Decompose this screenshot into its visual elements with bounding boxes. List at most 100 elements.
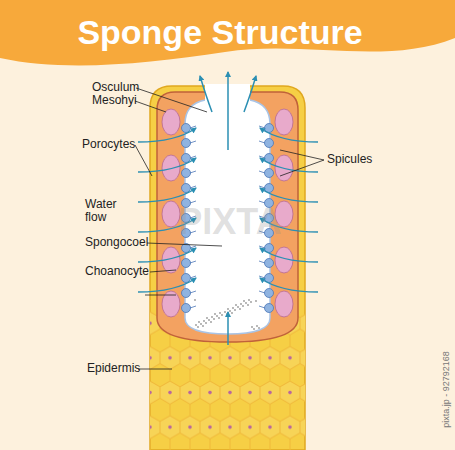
flagellum bbox=[259, 141, 265, 143]
particle bbox=[224, 311, 226, 313]
particle bbox=[208, 319, 210, 321]
outflow-arrow bbox=[227, 72, 229, 150]
particle bbox=[234, 309, 236, 311]
choanocyte bbox=[182, 124, 191, 133]
choanocyte bbox=[265, 289, 274, 298]
particle bbox=[231, 312, 233, 314]
particle bbox=[247, 304, 249, 306]
choanocyte bbox=[182, 304, 191, 313]
particle bbox=[253, 328, 255, 330]
particle bbox=[219, 312, 221, 314]
particle bbox=[240, 303, 242, 305]
particle bbox=[251, 326, 253, 328]
choanocyte bbox=[182, 259, 191, 268]
flagellum bbox=[190, 186, 196, 188]
water-flow-arrow bbox=[227, 312, 229, 345]
leader-line bbox=[135, 145, 152, 176]
water-flow-arrow bbox=[260, 188, 318, 202]
flagellum bbox=[190, 126, 196, 128]
particle bbox=[213, 318, 215, 320]
part-label: Epidermis bbox=[87, 362, 157, 375]
flagellum bbox=[259, 306, 265, 308]
flagellum bbox=[259, 276, 265, 278]
leader-line bbox=[147, 243, 222, 246]
choanocyte bbox=[182, 184, 191, 193]
leader-line bbox=[145, 295, 176, 296]
watermark: PIXTA bbox=[150, 203, 310, 241]
cavity-particles bbox=[194, 299, 260, 330]
particle bbox=[202, 325, 204, 327]
choanocyte bbox=[182, 289, 191, 298]
flagellum bbox=[190, 156, 196, 158]
leader-line bbox=[135, 101, 166, 112]
water-flow-arrow bbox=[138, 278, 196, 292]
particle bbox=[248, 299, 250, 301]
diagram-title: Sponge Structure bbox=[40, 12, 400, 52]
water-flow-arrow bbox=[138, 188, 196, 202]
part-label: Mesohyi bbox=[92, 94, 152, 107]
choanocyte bbox=[182, 169, 191, 178]
title-band bbox=[0, 0, 455, 65]
watermark: pixta.jp - 92792168 bbox=[441, 334, 452, 446]
choanocyte bbox=[265, 259, 274, 268]
leader-line bbox=[280, 150, 324, 160]
particle bbox=[195, 324, 197, 326]
water-flow-arrow bbox=[260, 248, 318, 262]
particle bbox=[232, 307, 234, 309]
flagellum bbox=[259, 291, 265, 293]
particle bbox=[256, 325, 258, 327]
particle bbox=[237, 306, 239, 308]
particle bbox=[216, 315, 218, 317]
part-label: Choanocyte bbox=[85, 265, 165, 278]
part-label: Spongocoel bbox=[85, 236, 165, 249]
particle bbox=[194, 299, 196, 301]
choanocyte bbox=[265, 304, 274, 313]
mesohyl-cell bbox=[275, 109, 293, 135]
flagellum bbox=[259, 156, 265, 158]
particle bbox=[258, 327, 260, 329]
particle bbox=[221, 314, 223, 316]
flagellum bbox=[190, 291, 196, 293]
flagellum bbox=[259, 126, 265, 128]
particle bbox=[211, 316, 213, 318]
particle bbox=[229, 310, 231, 312]
part-label: Porocytes bbox=[82, 138, 152, 151]
outflow-arrow bbox=[200, 76, 212, 112]
leader-line bbox=[138, 369, 172, 370]
outflow-arrow bbox=[244, 76, 256, 112]
particle bbox=[206, 317, 208, 319]
choanocyte bbox=[265, 139, 274, 148]
particle bbox=[235, 304, 237, 306]
particle bbox=[239, 308, 241, 310]
mesohyl-cell bbox=[162, 201, 180, 227]
epidermis-cells bbox=[150, 300, 305, 450]
flagellum bbox=[190, 306, 196, 308]
particle bbox=[203, 320, 205, 322]
flagellum bbox=[190, 171, 196, 173]
part-label: Osculum bbox=[92, 81, 152, 94]
part-label: Spicules bbox=[327, 153, 397, 166]
particle bbox=[218, 317, 220, 319]
leader-line bbox=[280, 160, 324, 176]
flagellum bbox=[190, 141, 196, 143]
flagellum bbox=[190, 246, 196, 248]
particle bbox=[245, 302, 247, 304]
particle bbox=[210, 321, 212, 323]
choanocyte bbox=[265, 169, 274, 178]
leader-line bbox=[150, 270, 176, 272]
leader-line bbox=[136, 88, 207, 112]
water-flow-arrow bbox=[260, 128, 318, 142]
mesohyl-cell bbox=[275, 291, 293, 317]
particle bbox=[227, 308, 229, 310]
particle bbox=[255, 300, 257, 302]
flagellum bbox=[259, 186, 265, 188]
choanocyte bbox=[182, 274, 191, 283]
water-flow-arrow bbox=[138, 248, 196, 262]
particle bbox=[205, 322, 207, 324]
particle bbox=[242, 305, 244, 307]
particle bbox=[200, 323, 202, 325]
flagellum bbox=[190, 261, 196, 263]
particle bbox=[198, 321, 200, 323]
water-flow-arrows bbox=[138, 128, 318, 345]
flagellum bbox=[259, 171, 265, 173]
